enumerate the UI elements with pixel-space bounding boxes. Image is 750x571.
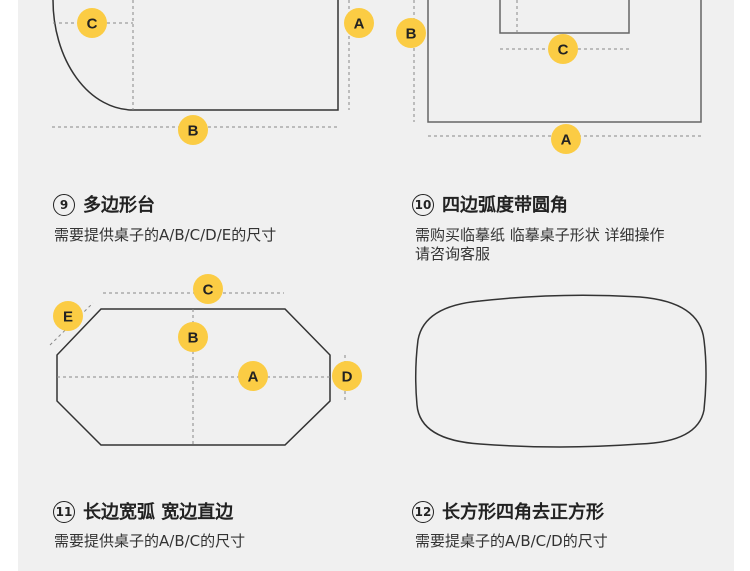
svg-text:B: B <box>406 26 417 43</box>
svg-text:C: C <box>203 282 214 299</box>
svg-text:E: E <box>63 309 73 326</box>
svg-text:B: B <box>188 123 199 140</box>
svg-text:C: C <box>87 16 98 33</box>
card-desc: 需要提桌子的A/B/C/D的尺寸 <box>415 532 608 550</box>
diagram-octagon: C B A D E <box>49 274 362 446</box>
svg-text:D: D <box>342 369 353 386</box>
card-desc: 需要提供桌子的A/B/C的尺寸 <box>54 532 246 550</box>
badge-a: A <box>344 8 374 38</box>
badge-d: D <box>332 361 362 391</box>
badge-e: E <box>53 301 83 331</box>
table-outline <box>427 0 702 123</box>
svg-text:A: A <box>561 132 572 149</box>
table-outline <box>56 308 331 446</box>
badge-b: B <box>178 322 208 352</box>
badge-a: A <box>551 124 581 154</box>
svg-text:A: A <box>354 16 365 33</box>
card-desc: 需要提供桌子的A/B/C/D/E的尺寸 <box>54 226 277 244</box>
svg-text:C: C <box>558 42 569 59</box>
svg-text:A: A <box>248 369 259 386</box>
diagram-soft-rect <box>414 294 707 448</box>
badge-c: C <box>548 34 578 64</box>
cutout-outline <box>499 0 630 34</box>
card-desc: 请咨询客服 <box>415 245 491 263</box>
content-panel <box>18 0 734 571</box>
badge-b: B <box>396 18 426 48</box>
card-desc: 需购买临摹纸 临摹桌子形状 详细操作 <box>415 226 665 244</box>
badge-c: C <box>193 274 223 304</box>
table-outline <box>52 0 339 111</box>
badge-a: A <box>238 361 268 391</box>
badge-c: C <box>77 8 107 38</box>
diagram-half-round: C A B <box>52 0 374 145</box>
badge-b: B <box>178 115 208 145</box>
diagram-rect-cutout: C B A <box>396 0 702 154</box>
svg-text:B: B <box>188 330 199 347</box>
